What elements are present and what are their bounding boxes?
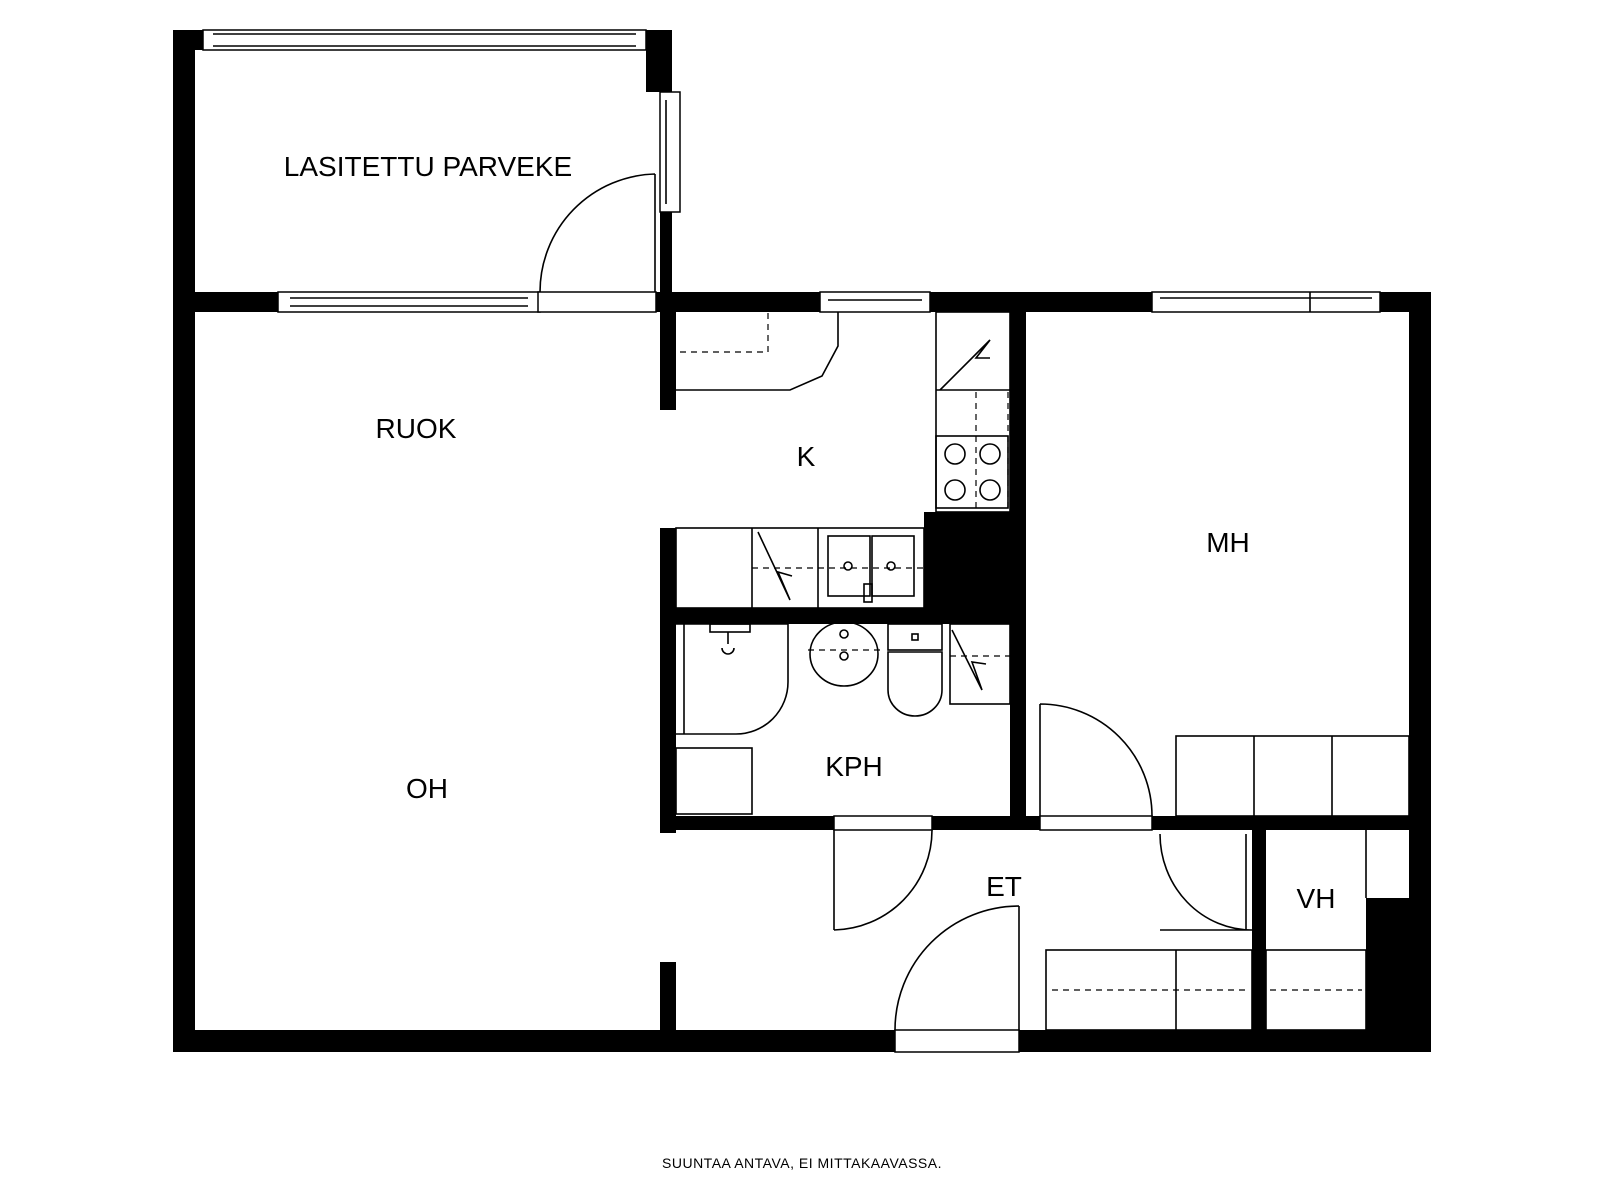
sink-basin xyxy=(871,535,915,597)
room-label-bathroom: KPH xyxy=(825,751,883,782)
shower xyxy=(676,623,789,735)
wall xyxy=(660,962,676,1052)
toilet xyxy=(887,651,943,717)
wardrobe xyxy=(1175,735,1410,817)
toilet-tank xyxy=(887,623,943,651)
wall xyxy=(1252,816,1266,1052)
bathroom-fixtures xyxy=(675,621,1011,815)
bedroom-door xyxy=(1039,703,1153,817)
stove-burner xyxy=(979,479,1001,501)
sink-basin xyxy=(827,535,871,597)
room-label-closet: VH xyxy=(1297,883,1336,914)
doors xyxy=(539,173,1253,1031)
room-label-kitchen: K xyxy=(797,441,816,472)
room-label-dining: RUOK xyxy=(376,413,457,444)
kitchen-counter-lower xyxy=(675,527,925,609)
entrance-opening xyxy=(894,1029,1020,1053)
stove-burner xyxy=(979,443,1001,465)
hall-wardrobe xyxy=(1045,949,1253,1031)
room-label-living: OH xyxy=(406,773,448,804)
washing-machine xyxy=(675,747,753,815)
storage-furniture xyxy=(1045,735,1410,1031)
door-opening xyxy=(833,815,933,831)
door-opening xyxy=(537,291,657,313)
kitchen-fixtures xyxy=(675,311,1011,609)
bathroom-door xyxy=(833,829,933,931)
window xyxy=(1151,291,1381,313)
window xyxy=(202,29,647,51)
wall xyxy=(173,292,195,1052)
room-label-hall: ET xyxy=(986,871,1022,902)
fridge-symbol xyxy=(939,339,991,391)
room-label-balcony: LASITETTU PARVEKE xyxy=(284,151,572,182)
window xyxy=(819,291,931,313)
closet-door xyxy=(1159,833,1253,931)
wall xyxy=(660,292,676,410)
cabinet xyxy=(949,623,1011,705)
room-label-bedroom: MH xyxy=(1206,527,1250,558)
wall xyxy=(924,512,1010,612)
window xyxy=(659,91,681,213)
kitchen-counter xyxy=(935,311,1011,513)
stove-burner xyxy=(944,479,966,501)
wall xyxy=(173,30,203,50)
wall xyxy=(173,30,195,305)
door-opening xyxy=(1039,815,1153,831)
washbasin xyxy=(809,621,879,687)
wall xyxy=(1366,898,1431,1052)
walls xyxy=(173,30,1431,1052)
window xyxy=(277,291,541,313)
wall xyxy=(1409,292,1431,1052)
entrance-door xyxy=(894,905,1020,1031)
stove xyxy=(935,435,1009,509)
scale-disclaimer: SUUNTAA ANTAVA, EI MITTAKAAVASSA. xyxy=(662,1155,942,1171)
windows xyxy=(202,29,1381,1053)
stove-burner xyxy=(944,443,966,465)
wall xyxy=(660,212,672,292)
wall xyxy=(660,528,676,833)
wall xyxy=(646,30,672,92)
wall xyxy=(1010,292,1026,822)
wall xyxy=(173,1030,1431,1052)
closet-shelf xyxy=(1265,949,1367,1031)
balcony-door xyxy=(539,173,656,293)
wall xyxy=(660,608,1010,624)
